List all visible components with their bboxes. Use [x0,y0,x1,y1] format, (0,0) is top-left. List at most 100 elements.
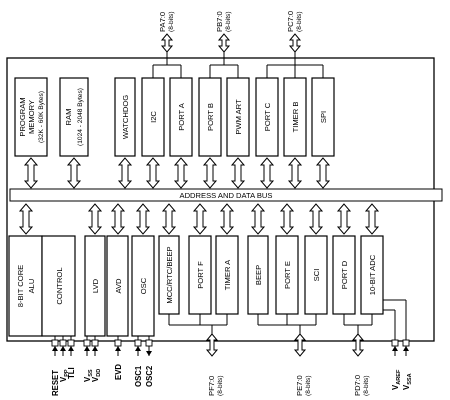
pin-vss-sub: SS [88,369,94,377]
bus-arrow-pwm-art [230,157,246,189]
port-b-block: PORT B [198,77,222,157]
bus-arrow-avd [110,203,126,235]
pin-vssa-pad [402,339,410,347]
pin-vpp-label: VPP [59,369,70,382]
bus-arrow-timer-a [219,203,235,235]
sci-block: SCI [304,235,328,315]
core-label-2: ALU [27,279,36,294]
osc-label: OSC [139,277,148,294]
lvd-block: LVD [84,235,106,337]
port-f-label: PORT F [196,261,205,289]
port-c-io-arrow [288,33,302,53]
varef-arrow [392,346,398,351]
vssa-arrow [403,346,409,351]
spi-block: SPI [311,77,335,157]
watchdog-block: WATCHDOG [114,77,136,157]
vpp-arrow [60,346,66,351]
pwm-art-label: PWM ART [234,99,243,135]
pin-vpp-pad [59,339,67,347]
port-f-block: PORT F [188,235,212,315]
osc1-arrow [135,346,141,351]
avd-label: AVD [114,278,123,294]
ram-block: RAM (1024 - 2048 Bytes) [59,77,89,157]
bus-arrow-spi [315,157,331,189]
program-memory-block: PROGRAM MEMORY (32K - 60K Bytes) [14,77,48,157]
port-b-io-arrow [217,33,231,53]
pin-vssa-label: VSSA [402,373,413,390]
pwm-art-block: PWM ART [226,77,250,157]
bottom-port-labels: PF7:0 (8-bits) PE7:0 (8-bits) PD7:0 (8-b… [207,375,370,396]
pe-port-width: (8-bits) [305,375,312,396]
port-a-block: PORT A [169,77,193,157]
pin-vpp-sub: PP [64,369,70,377]
pin-varef-pad [391,339,399,347]
top-port-labels: PA7:0 (8-bits) PB7:0 (8-bits) PC7:0 (8-b… [158,11,303,32]
pin-varef-base: V [391,384,400,390]
port-a-io-arrow [160,33,174,53]
port-b-label: PORT B [206,103,215,131]
pin-osc2-pad [145,339,153,347]
pd-port-width: (8-bits) [363,375,370,396]
top-port-wiring [152,52,324,78]
mcc-label: MCC/RTC/BEEP [165,246,174,303]
port-e-label: PORT E [283,261,292,289]
bus-arrow-sci [308,203,324,235]
bus-arrow-lvd [87,203,103,235]
port-d-io-arrow [351,333,365,357]
ram-size: (1024 - 2048 Bytes) [77,88,84,146]
bus-arrow-core [18,203,34,235]
pc-port-width: (8-bits) [296,11,303,32]
pb-port-name: PB7:0 [215,11,224,32]
pin-reset-pad [51,339,59,347]
spi-label: SPI [319,111,328,123]
bus-arrow-i2c [145,157,161,189]
pin-osc2-label: OSC2 [145,365,154,387]
control-block: CONTROL [41,235,76,337]
top-port-arrows [160,33,302,53]
timer-b-label: TIMER B [291,102,300,133]
adc-label: 10-BIT ADC [368,254,377,295]
evd-arrow [115,346,121,351]
pc-port-name: PC7:0 [286,11,295,32]
lvd-label: LVD [91,278,100,293]
program-memory-label-2: MEMORY [27,100,36,134]
timer-a-label: TIMER A [223,259,232,290]
beep-block: BEEP [247,235,269,315]
pin-evd-label: EVD [114,364,123,380]
pa-port-width: (8-bits) [168,11,175,32]
port-c-block: PORT C [255,77,279,157]
pin-vdd-pad [91,339,99,347]
pin-wiring [54,299,407,340]
tli-arrow [68,346,74,351]
address-data-bus: ADDRESS AND DATA BUS [9,188,443,202]
bus-arrow-beep [250,203,266,235]
pin-vssa-base: V [402,384,411,390]
port-d-label: PORT D [340,260,349,289]
osc2-arrow [146,351,152,356]
osc-block: OSC [131,235,155,337]
bus-arrow-adc [364,203,380,235]
timer-a-block: TIMER A [215,235,239,315]
reset-arrow [52,346,58,351]
pin-reset-label: RESET [51,370,60,396]
pa-port-name: PA7:0 [158,12,167,32]
pin-tli-pad [67,339,75,347]
pin-labels: RESET VPP TLI VSS VDD EVD OSC1 OSC2 VARE… [51,364,413,396]
pin-varef-label: VAREF [391,369,402,390]
port-e-block: PORT E [275,235,299,315]
pf-port-name: PF7:0 [207,376,216,396]
i2c-block: I2C [141,77,165,157]
pin-vssa-sub: SSA [407,373,413,385]
beep-label: BEEP [254,265,263,285]
vdd-arrow [92,346,98,351]
bottom-port-arrows [205,333,365,357]
bus-arrow-port-e [279,203,295,235]
program-memory-size: (32K - 60K Bytes) [38,91,45,143]
pin-vss-pad [83,339,91,347]
pin-vdd-label: VDD [91,369,102,382]
pin-vdd-base: V [91,376,100,382]
bus-arrow-port-d [336,203,352,235]
pin-vpp-base: V [59,376,68,382]
